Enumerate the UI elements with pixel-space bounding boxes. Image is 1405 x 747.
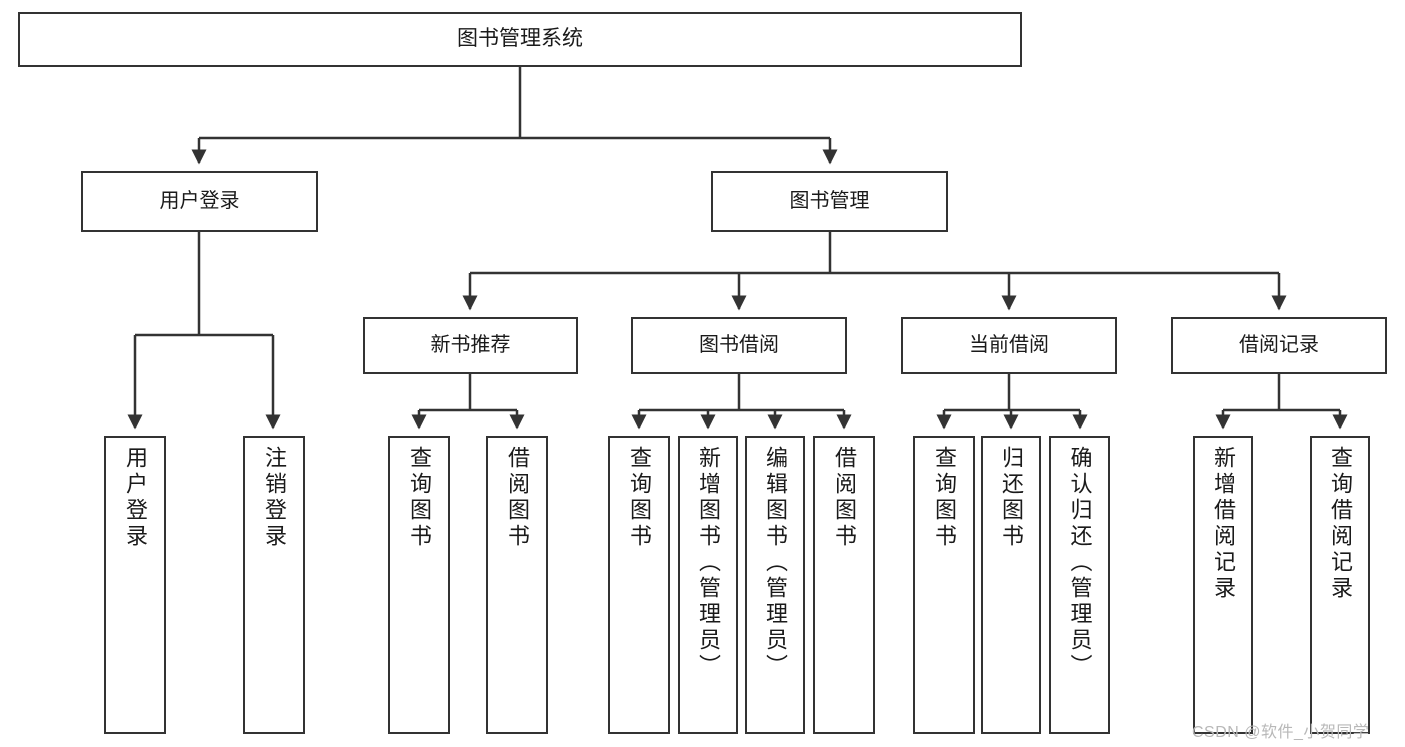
node-label: 归还图书 xyxy=(999,446,1024,550)
node-label: 注销登录 xyxy=(262,446,287,550)
node-leaf-user-login[interactable]: 用户登录 xyxy=(104,436,166,734)
node-label: 图书管理系统 xyxy=(457,27,583,51)
node-label: 新增图书（管理员） xyxy=(696,446,721,680)
node-book-management-system[interactable]: 图书管理系统 xyxy=(18,12,1022,67)
node-book-borrow[interactable]: 图书借阅 xyxy=(631,317,847,374)
node-label: 用户登录 xyxy=(123,446,148,550)
node-leaf-edit-book-admin[interactable]: 编辑图书（管理员） xyxy=(745,436,805,734)
node-leaf-confirm-return-admin[interactable]: 确认归还（管理员） xyxy=(1049,436,1110,734)
node-book-management[interactable]: 图书管理 xyxy=(711,171,948,232)
node-label: 借阅记录 xyxy=(1239,333,1319,356)
node-leaf-add-book-admin[interactable]: 新增图书（管理员） xyxy=(678,436,738,734)
node-label: 编辑图书（管理员） xyxy=(763,446,788,680)
node-leaf-query-borrow-record[interactable]: 查询借阅记录 xyxy=(1310,436,1370,734)
node-current-borrow[interactable]: 当前借阅 xyxy=(901,317,1117,374)
node-label: 当前借阅 xyxy=(969,333,1049,356)
node-label: 确认归还（管理员） xyxy=(1067,446,1093,680)
node-leaf-borrow-book-recommendation[interactable]: 借阅图书 xyxy=(486,436,548,734)
node-label: 新增借阅记录 xyxy=(1211,446,1236,602)
node-leaf-add-borrow-record[interactable]: 新增借阅记录 xyxy=(1193,436,1253,734)
node-new-book-recommendation[interactable]: 新书推荐 xyxy=(363,317,578,374)
node-label: 新书推荐 xyxy=(430,333,511,356)
node-borrow-record[interactable]: 借阅记录 xyxy=(1171,317,1387,374)
node-leaf-borrow-book[interactable]: 借阅图书 xyxy=(813,436,875,734)
node-label: 借阅图书 xyxy=(832,446,857,550)
node-leaf-return-book[interactable]: 归还图书 xyxy=(981,436,1041,734)
node-leaf-query-book-recommendation[interactable]: 查询图书 xyxy=(388,436,450,734)
node-label: 查询图书 xyxy=(932,446,957,550)
watermark-text: CSDN @软件_小贺同学 xyxy=(1192,724,1370,741)
node-label: 用户登录 xyxy=(159,189,240,212)
node-leaf-logout[interactable]: 注销登录 xyxy=(243,436,305,734)
node-user-login[interactable]: 用户登录 xyxy=(81,171,318,232)
node-label: 借阅图书 xyxy=(505,446,530,550)
node-label: 图书借阅 xyxy=(699,333,779,356)
node-label: 查询图书 xyxy=(627,446,652,550)
node-label: 图书管理 xyxy=(789,189,870,212)
node-leaf-query-book-borrow[interactable]: 查询图书 xyxy=(608,436,670,734)
node-label: 查询图书 xyxy=(407,446,432,550)
node-label: 查询借阅记录 xyxy=(1328,446,1353,602)
node-leaf-query-book-current[interactable]: 查询图书 xyxy=(913,436,975,734)
